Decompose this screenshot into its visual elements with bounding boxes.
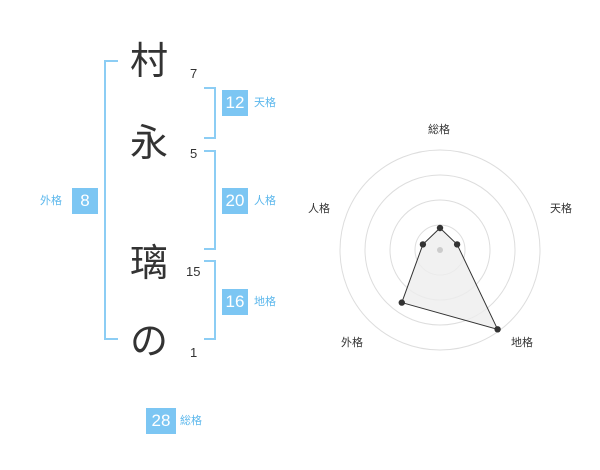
stroke-count-1: 7 (190, 66, 198, 81)
radar-grid-ring (339, 149, 541, 351)
radar-label-soukaku: 総格 (428, 123, 450, 136)
radar-label-gaikaku: 外格 (341, 336, 363, 349)
radar-value-polygon (401, 227, 499, 331)
chikaku-value-badge: 16 (222, 289, 248, 315)
tenkaku-bracket (204, 87, 216, 139)
radar-point-3 (398, 299, 405, 306)
name-char-4: の (129, 319, 168, 363)
tenkaku-label: 天格 (254, 96, 276, 109)
radar-point-4 (419, 241, 427, 248)
stroke-count-3: 15 (186, 264, 201, 279)
radar-point-1 (453, 241, 461, 248)
radar-label-jinkaku: 人格 (308, 202, 330, 215)
jinkaku-value-badge: 20 (222, 188, 248, 214)
gaikaku-label: 外格 (40, 194, 62, 207)
stroke-count-4: 1 (190, 345, 198, 360)
name-char-1: 村 (129, 39, 168, 83)
name-char-3: 璃 (129, 241, 168, 285)
radar-label-tenkaku: 天格 (550, 202, 572, 215)
chikaku-label: 地格 (254, 295, 276, 308)
radar-point-2 (494, 326, 501, 333)
gaikaku-value-badge: 8 (72, 188, 98, 214)
radar-center-dot (437, 247, 443, 253)
radar-grid-ring (364, 174, 516, 326)
radar-label-chikaku: 地格 (511, 336, 533, 349)
jinkaku-bracket (204, 150, 216, 250)
soukaku-label: 総格 (180, 414, 202, 427)
chikaku-bracket (204, 260, 216, 340)
gaikaku-bracket (104, 60, 118, 340)
name-char-2: 永 (129, 121, 168, 165)
jinkaku-label: 人格 (254, 194, 276, 207)
stroke-count-2: 5 (190, 146, 198, 161)
tenkaku-value-badge: 12 (222, 90, 248, 116)
soukaku-value-badge: 28 (146, 408, 176, 434)
radar-point-0 (436, 224, 444, 232)
